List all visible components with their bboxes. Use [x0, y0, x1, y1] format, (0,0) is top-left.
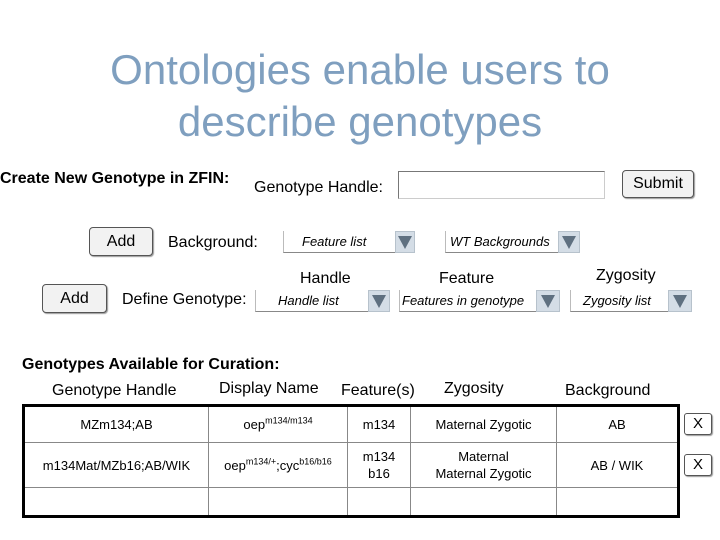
- genotype-handle-label: Genotype Handle:: [254, 179, 383, 196]
- genotype-handle-input[interactable]: [398, 171, 605, 199]
- slide-title-line1: Ontologies enable users to: [110, 46, 610, 93]
- table-row-2-background: AB / WIK: [590, 457, 644, 473]
- triangle-down-icon: [562, 236, 576, 249]
- column-divider: [556, 407, 557, 515]
- triangle-down-icon: [372, 295, 386, 308]
- col-header-display-name: Display Name: [219, 380, 319, 397]
- triangle-down-icon: [541, 295, 555, 308]
- handle-list-dropdown-toggle[interactable]: [368, 290, 390, 312]
- table-row-empty: [25, 488, 677, 515]
- row-divider: [25, 487, 677, 488]
- table-row-1-zygosity: Maternal Zygotic: [435, 417, 532, 432]
- row-divider: [25, 442, 677, 443]
- curation-table: MZm134;AB oepm134/m134 m134 Maternal Zyg…: [22, 404, 680, 518]
- display-name-allele-2: b16/b16: [299, 456, 332, 467]
- add-background-button[interactable]: Add: [89, 227, 153, 256]
- features-in-genotype-dropdown-toggle[interactable]: [536, 290, 560, 312]
- zygosity-item: Maternal Zygotic: [435, 466, 532, 481]
- table-row-1-feature: m134: [362, 417, 396, 432]
- add-genotype-button[interactable]: Add: [42, 284, 107, 313]
- wt-backgrounds-dropdown-toggle[interactable]: [558, 231, 580, 253]
- handle-list-dropdown[interactable]: Handle list: [255, 290, 368, 312]
- display-name-allele: m134/m134: [265, 415, 313, 426]
- feature-item: b16: [368, 466, 390, 481]
- submit-button[interactable]: Submit: [622, 170, 694, 198]
- triangle-down-icon: [398, 236, 412, 249]
- create-genotype-heading: Create New Genotype in ZFIN:: [0, 170, 230, 187]
- col-header-genotype-handle: Genotype Handle: [52, 382, 177, 399]
- zygosity-list-dropdown-toggle[interactable]: [668, 290, 692, 312]
- slide-title-line2: describe genotypes: [177, 98, 543, 145]
- feature-column-header: Feature: [439, 270, 495, 287]
- remove-row-1-button[interactable]: X: [684, 413, 712, 435]
- col-header-zygosity: Zygosity: [444, 380, 504, 397]
- table-row-2-zygosity: Maternal Maternal Zygotic: [411, 443, 556, 487]
- column-divider: [347, 407, 348, 515]
- define-genotype-label: Define Genotype:: [122, 291, 247, 308]
- zygosity-item: Maternal: [458, 449, 509, 464]
- table-row-2-handle[interactable]: m134Mat/MZb16;AB/WIK: [42, 457, 191, 473]
- table-row-2-features: m134 b16: [348, 443, 410, 487]
- display-name-gene: oep: [224, 457, 246, 473]
- col-header-background: Background: [565, 382, 651, 399]
- table-row-1-background: AB: [608, 417, 626, 432]
- background-label: Background:: [168, 234, 258, 251]
- table-row-1-handle[interactable]: MZm134;AB: [80, 417, 153, 432]
- feature-list-dropdown-toggle[interactable]: [395, 231, 415, 253]
- handle-column-header: Handle: [300, 270, 351, 287]
- triangle-down-icon: [673, 295, 687, 308]
- zygosity-column-header: Zygosity: [596, 267, 656, 284]
- slide-title: Ontologies enable users to describe geno…: [0, 44, 720, 148]
- table-row-2-display-name: oepm134/+;cycb16/b16: [209, 443, 347, 487]
- feature-item: m134: [362, 449, 396, 464]
- column-divider: [410, 407, 411, 515]
- col-header-features: Feature(s): [341, 382, 415, 399]
- wt-backgrounds-dropdown[interactable]: WT Backgrounds: [445, 231, 558, 253]
- table-row-1-display-name: oepm134/m134: [209, 407, 347, 442]
- features-in-genotype-dropdown[interactable]: Features in genotype: [399, 290, 536, 312]
- feature-list-dropdown[interactable]: Feature list: [283, 231, 395, 253]
- remove-row-2-button[interactable]: X: [684, 454, 712, 476]
- display-name-allele: m134/+: [245, 456, 277, 467]
- zygosity-list-dropdown[interactable]: Zygosity list: [570, 290, 668, 312]
- column-divider: [208, 407, 209, 515]
- curation-heading: Genotypes Available for Curation:: [22, 356, 280, 373]
- display-name-gene: oep: [243, 417, 266, 432]
- display-name-gene-2: ;cyc: [276, 457, 300, 473]
